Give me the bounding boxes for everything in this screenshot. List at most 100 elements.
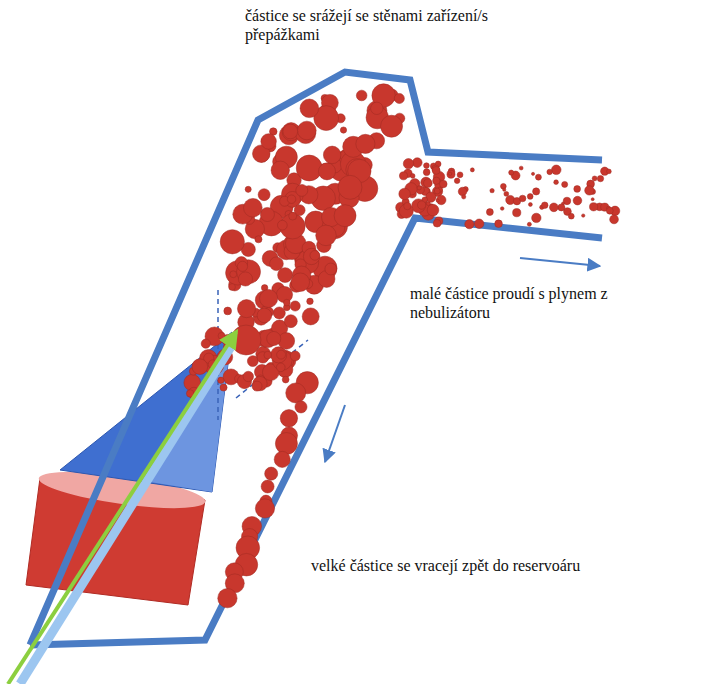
particle (591, 198, 594, 201)
particle (381, 115, 403, 137)
particle (541, 202, 548, 209)
particle (582, 214, 585, 217)
particle (275, 433, 297, 455)
particle (276, 363, 285, 372)
particle (280, 410, 297, 427)
particle (303, 248, 319, 264)
particle (474, 219, 483, 228)
particle (394, 93, 404, 103)
particle (287, 195, 296, 204)
particle (403, 159, 413, 169)
particle (356, 90, 367, 101)
particle (606, 207, 613, 214)
particle (261, 480, 274, 493)
particle (551, 165, 561, 175)
particle (224, 307, 232, 315)
particle (549, 203, 558, 212)
particle (424, 179, 433, 188)
particle (286, 383, 306, 403)
particle (417, 186, 421, 190)
particle (255, 499, 274, 518)
particle (562, 181, 568, 187)
particle (490, 188, 494, 192)
particle (289, 212, 297, 220)
particle (454, 178, 460, 184)
particle (610, 215, 619, 224)
particle (218, 588, 237, 607)
particle (295, 401, 307, 413)
particle (258, 189, 270, 201)
annotation-label: velké částice se vracejí zpět do reservo… (311, 556, 706, 575)
particle (274, 451, 290, 467)
particle (290, 301, 300, 311)
particle (245, 186, 251, 192)
particle (290, 351, 300, 361)
particle (592, 176, 597, 181)
particle (436, 199, 439, 202)
particle (220, 230, 244, 254)
particle (192, 359, 208, 375)
particle (533, 188, 540, 195)
particle (323, 146, 341, 164)
particle (424, 163, 430, 169)
particle (260, 289, 278, 307)
particle (589, 203, 597, 211)
particle (504, 191, 509, 196)
particle (267, 331, 281, 345)
particle (356, 134, 375, 153)
particle (230, 271, 237, 278)
particle (277, 220, 287, 230)
particle (404, 202, 411, 209)
particle (296, 184, 308, 196)
particle (238, 272, 252, 286)
particle (503, 188, 506, 191)
particle (433, 177, 440, 184)
particle (410, 174, 415, 179)
particle (458, 187, 467, 196)
particle (432, 166, 440, 174)
particle (558, 204, 565, 211)
gas-inlet-tube (20, 345, 232, 684)
particle (371, 102, 383, 114)
particle (229, 284, 236, 291)
particle (283, 124, 298, 139)
particle (265, 467, 278, 480)
particle (257, 308, 272, 323)
particle (412, 158, 422, 168)
particle (436, 195, 445, 204)
particle (399, 172, 407, 180)
particle (282, 376, 289, 383)
particle (273, 307, 285, 319)
particle (253, 376, 267, 390)
particle (500, 207, 504, 211)
particle (260, 207, 274, 221)
particle (291, 273, 309, 291)
particle (574, 186, 581, 193)
particle (218, 332, 225, 339)
particle (597, 175, 603, 181)
particle (296, 155, 322, 181)
particle (486, 209, 493, 216)
particle (220, 384, 227, 391)
particle (412, 199, 426, 213)
particle (470, 168, 474, 172)
particle (237, 300, 255, 318)
particle (243, 371, 253, 381)
particle (554, 180, 559, 185)
particle (338, 175, 362, 199)
particle (201, 339, 210, 348)
particle (447, 170, 455, 178)
particle (434, 188, 440, 194)
particle (568, 213, 574, 219)
particle (278, 268, 293, 283)
particle (519, 195, 526, 202)
particle (527, 222, 531, 226)
particle (547, 169, 553, 175)
particle (300, 99, 319, 118)
particle (535, 174, 541, 180)
particle (417, 201, 425, 209)
particle (495, 220, 503, 228)
particle (284, 299, 291, 306)
